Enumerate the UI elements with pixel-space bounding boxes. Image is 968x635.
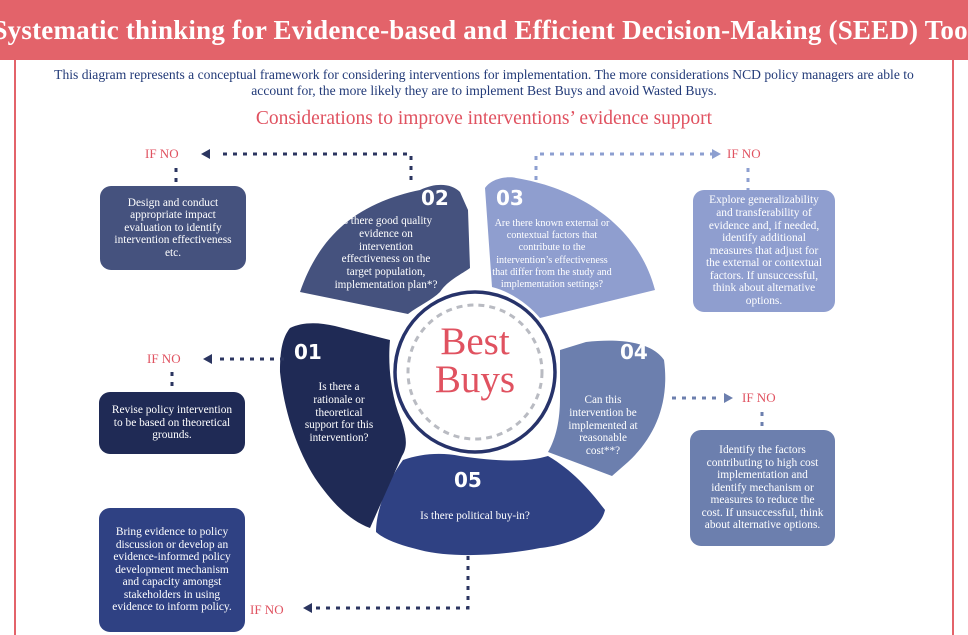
- if-no-label-01: IF NO: [147, 351, 181, 366]
- step-03-number: 03: [496, 186, 524, 210]
- connector-01-arrow: [203, 354, 212, 364]
- connector-03: [534, 152, 750, 190]
- step-04-question: Can this intervention be implemented at …: [568, 394, 638, 458]
- petal-05: [376, 453, 605, 556]
- intro-text: This diagram represents a conceptual fra…: [54, 67, 914, 98]
- connector-04-arrow: [724, 393, 733, 403]
- connector-02-arrow: [201, 149, 210, 159]
- left-frame-line: [14, 60, 16, 635]
- step-02-question: Is there good quality evidence on interv…: [334, 215, 438, 291]
- action-box-03: Explore generalizability and transferabi…: [693, 190, 835, 312]
- action-box-02: Design and conduct appropriate impact ev…: [100, 186, 246, 270]
- action-box-04: Identify the factors contributing to hig…: [690, 430, 835, 546]
- step-02-number: 02: [421, 186, 449, 210]
- step-03-question: Are there known external or contextual f…: [492, 218, 612, 291]
- page-title: Systematic thinking for Evidence-based a…: [0, 14, 968, 45]
- action-box-01: Revise policy intervention to be based o…: [99, 392, 245, 454]
- if-no-label-02: IF NO: [145, 146, 179, 161]
- connector-04: [672, 396, 764, 430]
- if-no-label-03: IF NO: [727, 146, 761, 161]
- right-frame-line: [952, 60, 954, 635]
- petal-03: [485, 177, 655, 318]
- petal-02: [300, 184, 470, 314]
- petal-04: [548, 340, 666, 476]
- connector-03-arrow: [712, 149, 721, 159]
- if-no-label-04: IF NO: [742, 390, 776, 405]
- center-label-line1: Best: [440, 320, 510, 363]
- petal-01: [280, 323, 406, 528]
- action-box-05: Bring evidence to policy discussion or d…: [99, 508, 245, 632]
- connector-01: [170, 357, 284, 392]
- action-05-text: Bring evidence to policy discussion or d…: [112, 525, 232, 614]
- center-label: Best Buys: [395, 320, 555, 401]
- action-04-text: Identify the factors contributing to hig…: [701, 443, 824, 532]
- connector-05-arrow: [303, 603, 312, 613]
- center-ring-outer: [393, 290, 557, 454]
- step-05-number: 05: [454, 468, 482, 492]
- center-label-line2: Buys: [434, 358, 516, 401]
- connector-05: [312, 556, 470, 610]
- diagram-subtitle: Considerations to improve interventions’…: [255, 108, 713, 129]
- action-03-text: Explore generalizability and transferabi…: [705, 194, 823, 308]
- step-01-number: 01: [294, 340, 322, 364]
- step-04-number: 04: [620, 340, 648, 364]
- if-no-label-05: IF NO: [250, 602, 284, 617]
- action-01-text: Revise policy intervention to be based o…: [111, 404, 233, 442]
- connector-02: [174, 152, 413, 186]
- step-01-question: Is there a rationale or theoretical supp…: [304, 381, 374, 445]
- step-05-question: Is there political buy-in?: [420, 510, 530, 522]
- action-02-text: Design and conduct appropriate impact ev…: [114, 196, 232, 259]
- center-ring-dashed: [406, 303, 544, 441]
- title-bar: Systematic thinking for Evidence-based a…: [0, 0, 968, 60]
